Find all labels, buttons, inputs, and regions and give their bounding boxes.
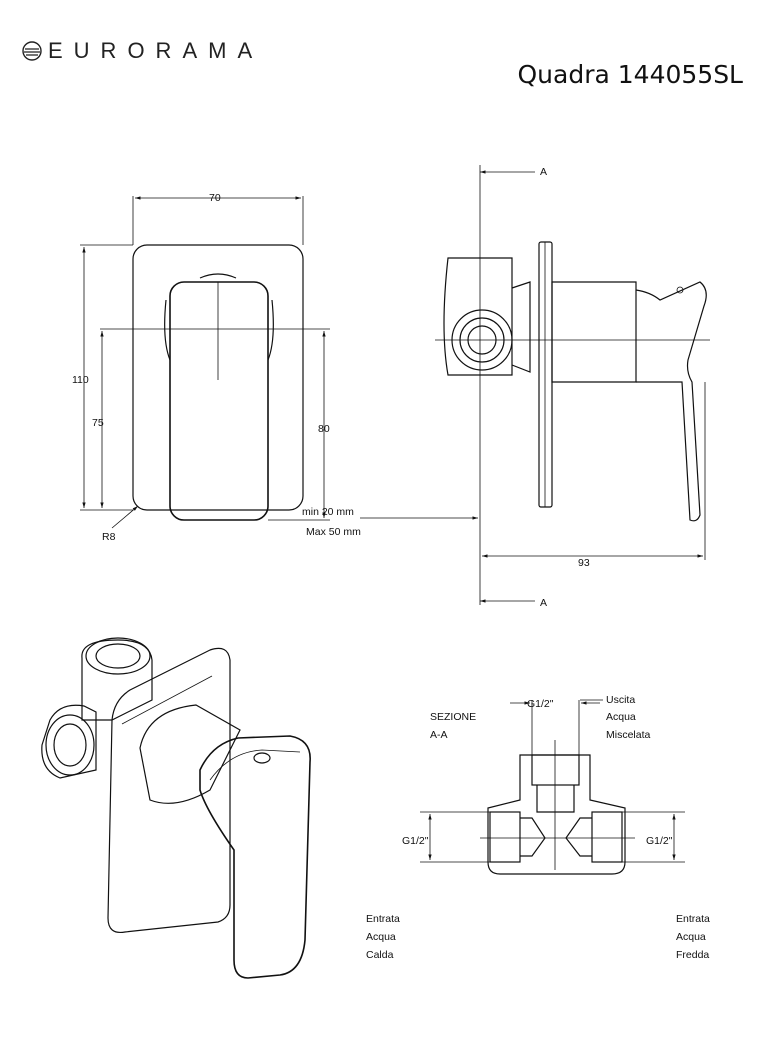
section-view: SEZIONE A-A G1/2" Uscita Acqua Miscelata… [366, 694, 710, 961]
section-title-2: A-A [430, 729, 448, 741]
front-body-sides [164, 299, 274, 361]
front-handle-top [199, 273, 237, 279]
cold-inlet-label-2: Acqua [676, 931, 706, 943]
iso-side-inlet-body [41, 704, 97, 779]
iso-top-outlet-inner [95, 643, 141, 669]
section-left-bore [520, 817, 546, 857]
iso-valve-body [81, 639, 153, 721]
side-handle-body [551, 281, 637, 383]
cold-inlet-label-1: Entrata [676, 913, 710, 925]
iso-plate [107, 647, 231, 934]
side-neck [511, 281, 531, 373]
outlet-label-3: Miscelata [606, 729, 651, 741]
isometric-view [41, 637, 311, 979]
eurorama-logo-icon [22, 41, 42, 61]
depth-max-label: Max 50 mm [306, 526, 361, 538]
front-plate [132, 244, 304, 511]
dim-75-label: 75 [92, 417, 104, 429]
radius-label: R8 [102, 531, 116, 543]
hot-inlet-label-3: Calda [366, 949, 394, 961]
hot-inlet-label-2: Acqua [366, 931, 396, 943]
thread-right-label: G1/2" [646, 835, 673, 847]
section-body [487, 754, 626, 875]
dim-width-label: 70 [209, 192, 221, 204]
cold-inlet-label-3: Fredda [676, 949, 709, 961]
outlet-label-1: Uscita [606, 694, 635, 706]
section-title-1: SEZIONE [430, 711, 476, 723]
brand-logo: EURORAMA [22, 38, 263, 64]
front-view: 70 110 75 80 R8 min 20 mm Max 50 mm [72, 192, 478, 543]
thread-left-label: G1/2" [402, 835, 429, 847]
section-right-bore [565, 817, 592, 857]
side-view: A A 93 [435, 165, 710, 609]
iso-side-inlet-inner [53, 723, 87, 767]
dim-height-label: 110 [72, 374, 89, 386]
side-plate [538, 241, 553, 508]
iso-lever-edge [209, 749, 301, 781]
dim-93-label: 93 [578, 557, 590, 569]
product-model: Quadra 144055SL [517, 60, 744, 89]
section-mark-top: A [540, 166, 547, 178]
outlet-label-2: Acqua [606, 711, 636, 723]
iso-lever-cap [253, 752, 271, 764]
radius-leader [111, 505, 139, 529]
section-right-thread [591, 811, 623, 863]
iso-plate-edge [121, 675, 213, 725]
side-lever [635, 281, 707, 522]
iso-side-inlet-outer [45, 714, 95, 776]
iso-lever [199, 735, 311, 979]
thread-top-label: G1/2" [527, 698, 554, 710]
side-lever-dot [676, 286, 684, 294]
section-outlet-thread [531, 754, 580, 786]
section-left-thread [489, 811, 521, 863]
iso-handle-cylinder [139, 704, 241, 804]
hot-inlet-label-1: Entrata [366, 913, 400, 925]
front-lever [169, 281, 269, 521]
brand-name: EURORAMA [48, 38, 264, 63]
depth-min-label: min 20 mm [302, 506, 354, 518]
section-mark-bottom: A [540, 597, 547, 609]
iso-top-outlet-outer [85, 637, 151, 675]
section-outlet-bore [536, 785, 575, 813]
dim-80-label: 80 [318, 423, 330, 435]
side-valve-body [443, 257, 513, 376]
